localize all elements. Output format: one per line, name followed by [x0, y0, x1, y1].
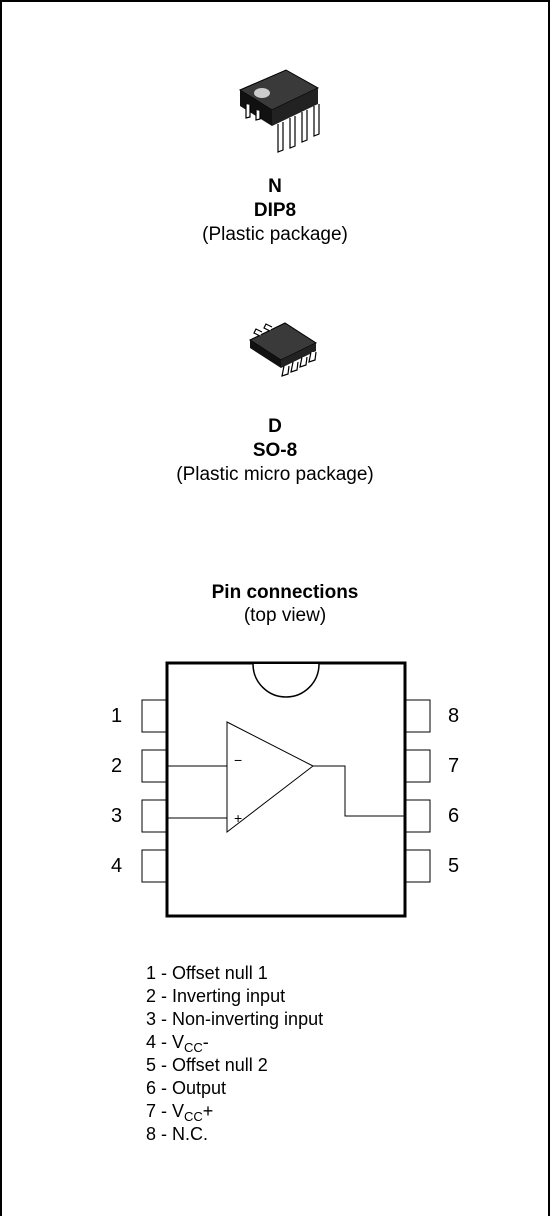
- legend-item: 2 - Inverting input: [146, 986, 286, 1006]
- pin-1-pad: [141, 699, 168, 733]
- legend-item: 7 - VCC+: [146, 1101, 214, 1124]
- pin-8-pad: [404, 699, 431, 733]
- pin-label-2: 2: [111, 755, 123, 777]
- pin-2-pad: [141, 749, 168, 783]
- opamp-symbol: [226, 721, 314, 834]
- so8-code: D: [268, 416, 282, 437]
- pin-connections-title: Pin connections (top view): [0, 581, 554, 627]
- pin-label-1: 1: [111, 705, 123, 727]
- so8-caption: D SO-8 (Plastic micro package): [0, 415, 550, 487]
- pin-connections-heading: Pin connections: [211, 582, 359, 603]
- so8-chip-icon: [248, 322, 318, 377]
- pin-label-5: 5: [448, 855, 460, 877]
- opamp-plus-sign: +: [234, 810, 243, 826]
- pin-label-6: 6: [448, 805, 460, 827]
- dip8-caption: N DIP8 (Plastic package): [0, 175, 550, 247]
- legend-item: 1 - Offset null 1: [146, 963, 268, 983]
- pin-3-pad: [141, 799, 168, 833]
- dip8-chip-icon: [238, 69, 320, 153]
- dip8-desc: (Plastic package): [202, 224, 348, 245]
- pin-connections-subtitle: (top view): [243, 605, 327, 626]
- pin-label-3: 3: [111, 805, 123, 827]
- legend-item: 3 - Non-inverting input: [146, 1009, 324, 1029]
- pin-label-8: 8: [448, 705, 460, 727]
- pin-6-pad: [404, 799, 431, 833]
- pin-label-4: 4: [111, 855, 123, 877]
- pin-7-pad: [404, 749, 431, 783]
- dip8-name: DIP8: [253, 200, 297, 221]
- ic-notch: [252, 663, 320, 698]
- ic-body: [165, 661, 407, 918]
- legend-item: 8 - N.C.: [146, 1124, 209, 1144]
- legend-item: 4 - VCC-: [146, 1032, 209, 1055]
- legend-item: 6 - Output: [146, 1078, 227, 1098]
- pin-4-pad: [141, 849, 168, 883]
- pin-label-7: 7: [448, 755, 460, 777]
- pin-diagram: [141, 661, 431, 918]
- so8-desc: (Plastic micro package): [176, 464, 374, 485]
- legend-item: 5 - Offset null 2: [146, 1055, 268, 1075]
- pin-legend: 1 - Offset null 1 2 - Inverting input 3 …: [146, 962, 323, 1146]
- pin-5-pad: [404, 849, 431, 883]
- dip8-code: N: [268, 176, 282, 197]
- opamp-minus-sign: −: [234, 752, 243, 768]
- so8-name: SO-8: [252, 440, 298, 461]
